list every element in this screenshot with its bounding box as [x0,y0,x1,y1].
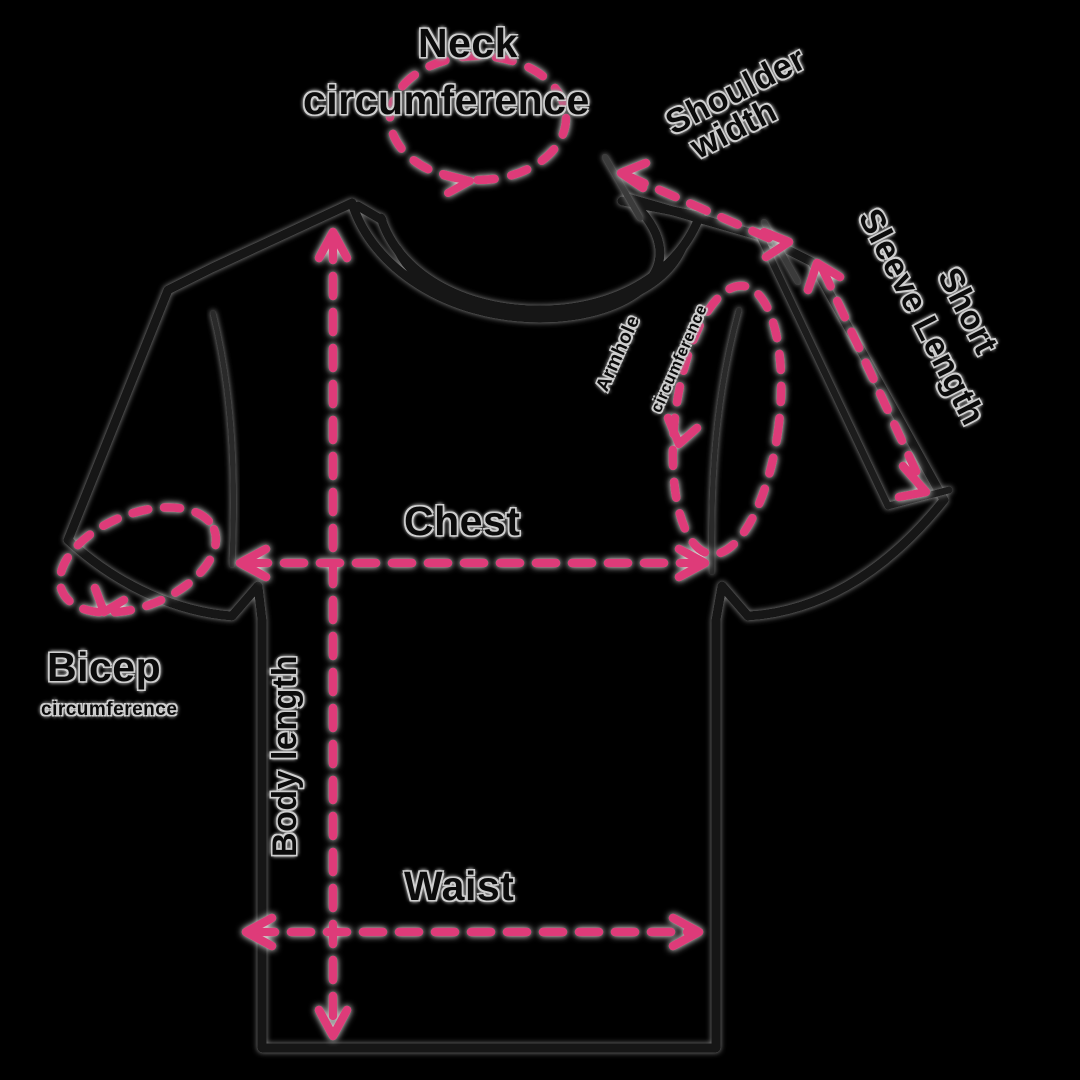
bicep-circumference-marker [55,503,221,617]
armhole-circumference-marker [668,281,786,559]
armhole-arrowhead [663,413,702,449]
right-sleeve-fold [756,232,953,510]
shirt-body-path [63,193,949,1053]
left-sleeve-seam [210,310,237,568]
right-sleeve-seam [708,307,742,575]
waist-marker [241,913,704,951]
body-length-marker [314,227,352,1041]
neck-circumference-marker [385,51,571,197]
sleeve-length-marker [803,258,931,502]
bicep-arrowhead [90,583,129,617]
chest-marker [235,544,710,582]
shoulder-width-marker [616,158,794,262]
